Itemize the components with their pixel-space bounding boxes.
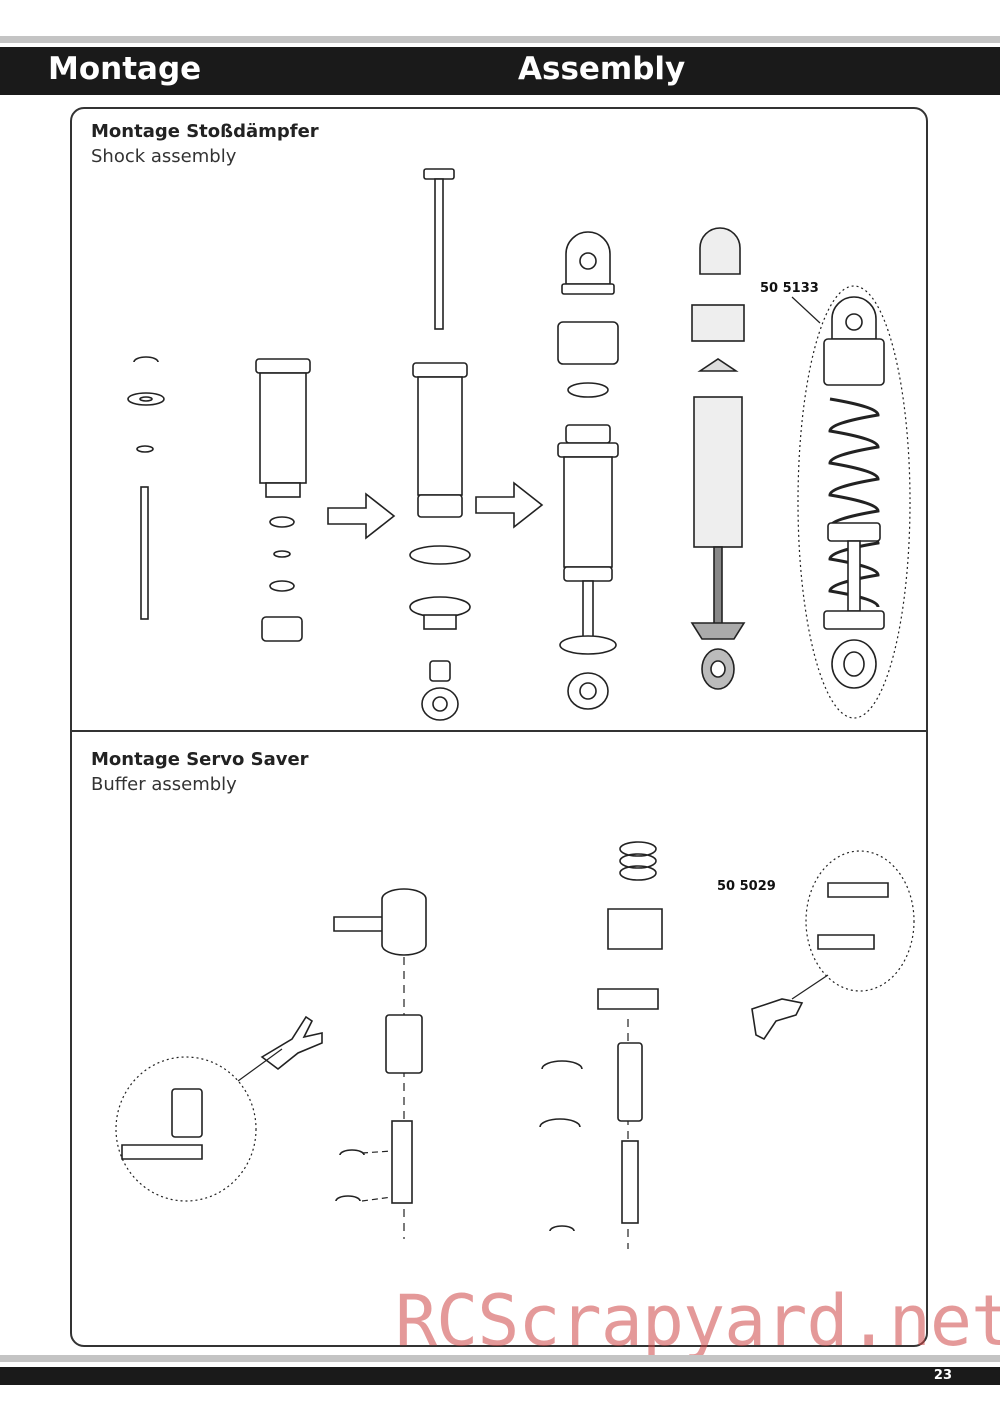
page-number: 23 — [933, 1368, 952, 1383]
page-header: Montage Assembly — [0, 47, 1000, 95]
assembly-panel: Montage Stoßdämpfer Shock assembly 50 51… — [70, 107, 928, 1347]
shock-body-1 — [255, 358, 311, 642]
shock-callout-line — [791, 296, 821, 324]
arrow-right-icon — [327, 492, 396, 540]
shock-part-number: 50 5133 — [760, 281, 819, 296]
arrow-right-icon — [475, 481, 544, 529]
shock-body-2 — [409, 168, 471, 721]
servo-saver-detail-left — [115, 1056, 257, 1202]
shock-body-3 — [557, 231, 619, 710]
pointing-hand-icon — [237, 1015, 323, 1082]
pointing-hand-icon — [751, 974, 829, 1041]
shock-cutaway — [690, 227, 746, 690]
assembly-drawings — [115, 168, 915, 1249]
bottom-rule — [0, 1355, 1000, 1362]
header-title-de: Montage — [48, 51, 202, 87]
watermark: RCScrapyard.net — [395, 1280, 1000, 1362]
header-title-en: Assembly — [518, 51, 686, 87]
servo-part-number: 50 5029 — [717, 879, 776, 894]
servo-section-subtitle: Buffer assembly — [91, 774, 237, 795]
servo-section-title: Montage Servo Saver — [91, 749, 309, 770]
servo-saver-detail-right — [805, 850, 915, 992]
page-footer: 23 — [0, 1367, 1000, 1385]
shock-small-parts — [127, 356, 165, 620]
section-divider — [72, 730, 926, 732]
shock-section-subtitle: Shock assembly — [91, 146, 237, 167]
shock-section-title: Montage Stoßdämpfer — [91, 121, 319, 142]
servo-saver-exploded-right — [539, 841, 663, 1249]
servo-saver-exploded-left — [333, 888, 427, 1239]
assembled-shock — [797, 285, 911, 719]
top-rule — [0, 36, 1000, 43]
